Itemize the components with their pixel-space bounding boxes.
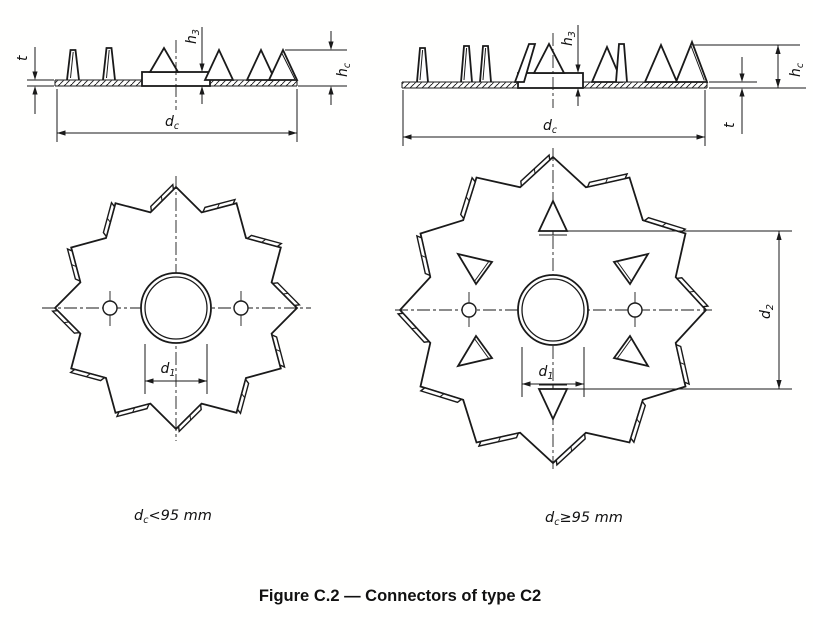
bent-edge-tooth [477, 432, 520, 448]
bolt-hole-right [627, 302, 643, 318]
triangle-tooth [148, 46, 180, 73]
spike-tooth [416, 47, 429, 83]
bent-edge-tooth [459, 176, 476, 221]
plate-hatch [210, 80, 297, 86]
tooth-slit [71, 264, 77, 268]
bent-edge-tooth [520, 153, 551, 188]
dim-label-h3: h3 [560, 31, 578, 46]
center-hole-inner [521, 278, 585, 342]
tooth-slit [132, 407, 136, 413]
spike-inner-line [106, 49, 110, 79]
punched-tooth-upper-right [612, 252, 650, 286]
side-view-large-connector: h3 t hc dc [401, 25, 806, 146]
plate-outline [401, 81, 708, 89]
tooth-slit [533, 168, 536, 174]
tooth-slit [241, 393, 246, 399]
center-hole-outer [140, 272, 212, 344]
tooth-slit [85, 373, 91, 378]
tooth-slit [275, 348, 281, 352]
bent-edge-tooth [630, 399, 647, 444]
punched-tooth-lower-left [456, 334, 494, 368]
triangle-tooth [643, 42, 679, 83]
dim-label-d1: d1 [539, 364, 554, 382]
spike-tooth [102, 47, 116, 81]
dim-label-t: t [15, 55, 31, 61]
tooth-slit [106, 217, 111, 223]
spike-tooth [479, 45, 492, 83]
punched-tooth-lower-right [612, 334, 650, 368]
bent-edge-tooth [555, 432, 586, 467]
tooth-slit [421, 254, 427, 258]
variant-label-large: dc≥95 mm [545, 510, 623, 528]
bolt-hole-left [461, 302, 477, 318]
plate-hatch [55, 80, 142, 86]
spike-inner-line [419, 49, 424, 81]
figure-caption: Figure C.2 — Connectors of type C2 [259, 587, 541, 605]
spike-tooth [460, 45, 473, 83]
punched-tooth-upper-left [456, 252, 494, 286]
center-hole-outer [517, 274, 589, 346]
spike-inner-line [482, 47, 487, 81]
plan-view-small-connector: d1 [42, 176, 311, 441]
dim-label-d1: d1 [161, 361, 176, 379]
dim-label-dc: dc [165, 114, 180, 132]
dim-label-hc: hc [335, 62, 353, 77]
tooth-slit [661, 222, 667, 227]
plate-hatch [402, 82, 518, 88]
tooth-slit [689, 290, 695, 293]
dim-label-d2: d2 [758, 304, 776, 319]
tooth-slit [160, 195, 163, 201]
tooth-slit [679, 362, 685, 366]
bent-edge-tooth [396, 312, 431, 343]
dim-label-hc: hc [788, 62, 806, 77]
plan-view-large-connector: d1 d2 [395, 148, 792, 472]
tooth-slit [570, 446, 573, 452]
tooth-slit [411, 327, 417, 330]
tooth-slit [605, 178, 609, 184]
spike-tooth [615, 43, 628, 83]
spike-inner-line [463, 47, 468, 81]
center-hole-inner [144, 276, 208, 340]
tooth-slit [497, 436, 501, 442]
side-view-small-connector: t h3 hc dc [15, 27, 353, 142]
hub-boss [517, 72, 584, 89]
plate-hatch [583, 82, 707, 88]
tooth-slit [636, 418, 641, 424]
tooth-slit [63, 321, 69, 324]
bent-edge-tooth [419, 387, 464, 404]
bent-edge-tooth [415, 234, 431, 277]
tooth-slit [261, 238, 267, 243]
tooth-fold-line [690, 44, 705, 81]
triangle-tooth [532, 42, 566, 74]
tooth-slit [465, 196, 470, 202]
tooth-fold-line [281, 52, 296, 80]
tooth-slit [283, 292, 289, 295]
dim-label-h3: h3 [184, 29, 202, 44]
variant-label-small: dc<95 mm [134, 508, 212, 526]
bent-edge-tooth [642, 216, 687, 233]
bolt-hole-right [233, 300, 249, 316]
slanted-tooth [513, 43, 537, 83]
triangle-tooth [203, 47, 235, 81]
dim-label-dc: dc [543, 118, 558, 136]
dim-label-t: t [722, 122, 738, 128]
tooth-slit [439, 393, 445, 398]
spike-tooth [66, 49, 80, 81]
bent-edge-tooth [675, 277, 710, 308]
tooth-slit [189, 415, 192, 421]
tooth-slit [216, 203, 220, 209]
spike-inner-line [70, 51, 74, 79]
bolt-hole-left [102, 300, 118, 316]
bent-edge-tooth [675, 343, 691, 386]
bent-edge-tooth [586, 172, 629, 188]
